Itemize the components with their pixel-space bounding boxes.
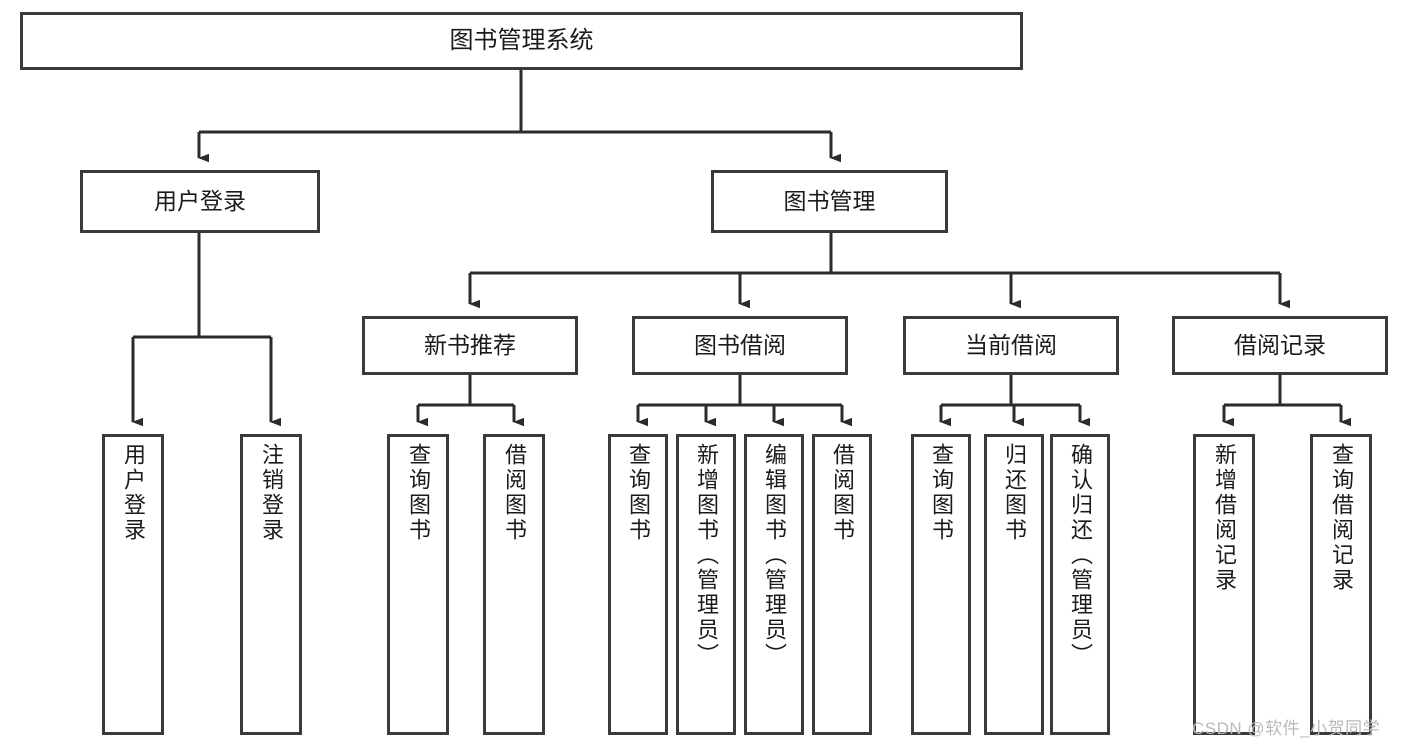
leaf-record-add-borrow-record[interactable]: 新增借阅记录 [1193,434,1255,735]
node-label: 图书管理系统 [449,26,594,54]
node-label: 归还图书 [1002,443,1027,543]
node-book-management[interactable]: 图书管理 [711,170,948,233]
node-label: 当前借阅 [965,331,1057,358]
node-new-book-recommend[interactable]: 新书推荐 [362,316,578,375]
node-label: 编辑图书（管理员） [762,443,787,668]
leaf-user-logout[interactable]: 注销登录 [240,434,302,735]
node-label: 查询图书 [929,443,954,543]
leaf-borrow-borrow-books[interactable]: 借阅图书 [812,434,872,735]
node-label: 查询借阅记录 [1329,443,1354,593]
leaf-borrow-add-book-admin[interactable]: 新增图书（管理员） [676,434,736,735]
node-user-login[interactable]: 用户登录 [80,170,320,233]
leaf-newbook-borrow-books[interactable]: 借阅图书 [483,434,545,735]
node-label: 新书推荐 [424,331,516,358]
node-label: 确认归还（管理员） [1068,443,1093,668]
leaf-borrow-edit-book-admin[interactable]: 编辑图书（管理员） [744,434,804,735]
leaf-current-return-books[interactable]: 归还图书 [984,434,1044,735]
node-label: 用户登录 [121,443,146,543]
node-label: 借阅图书 [830,443,855,543]
node-label: 注销登录 [259,443,284,543]
watermark-text: CSDN @软件_小贺同学 [1192,719,1381,738]
node-label: 借阅记录 [1234,331,1326,358]
node-root-system[interactable]: 图书管理系统 [20,12,1023,70]
leaf-newbook-query-books[interactable]: 查询图书 [387,434,449,735]
node-borrow-record[interactable]: 借阅记录 [1172,316,1388,375]
node-label: 查询图书 [406,443,431,543]
node-label: 借阅图书 [502,443,527,543]
leaf-user-login[interactable]: 用户登录 [102,434,164,735]
node-label: 新增图书（管理员） [694,443,719,668]
leaf-record-query-borrow-record[interactable]: 查询借阅记录 [1310,434,1372,735]
node-label: 图书借阅 [694,331,786,358]
node-label: 图书管理 [783,187,876,214]
node-label: 查询图书 [626,443,651,543]
leaf-current-confirm-return-admin[interactable]: 确认归还（管理员） [1050,434,1110,735]
leaf-borrow-query-books[interactable]: 查询图书 [608,434,668,735]
leaf-current-query-books[interactable]: 查询图书 [911,434,971,735]
node-current-borrow[interactable]: 当前借阅 [903,316,1119,375]
node-label: 新增借阅记录 [1212,443,1237,593]
node-label: 用户登录 [154,187,246,214]
node-book-borrow[interactable]: 图书借阅 [632,316,848,375]
